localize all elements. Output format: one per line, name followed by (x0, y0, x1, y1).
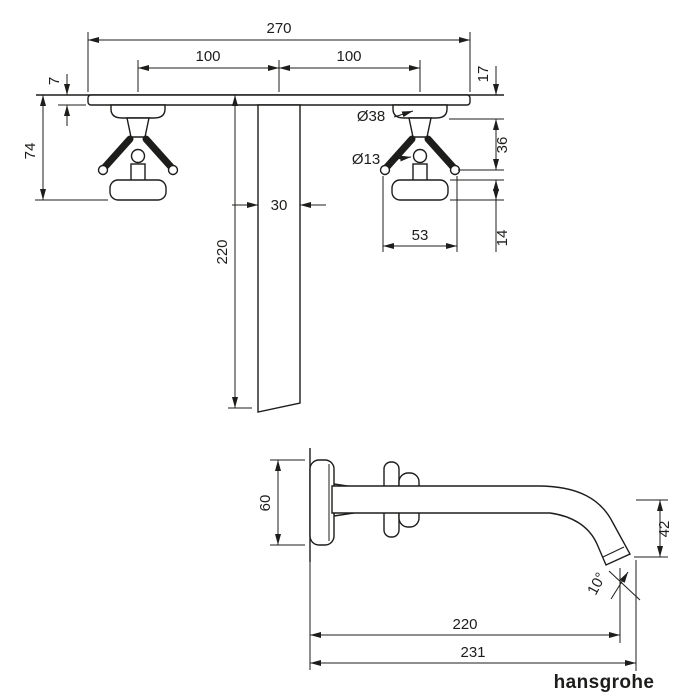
dim-projection-to-outlet: 220 (452, 616, 477, 633)
dim-outlet-drop: 42 (656, 521, 673, 538)
front-view: 270 100 100 7 74 17 36 (22, 20, 511, 413)
dim-pitch-right: 100 (336, 48, 361, 65)
dim-outlet-angle: 10° (584, 570, 610, 598)
spout-front (257, 104, 301, 413)
dim-overall-width: 270 (266, 20, 291, 37)
dim-spout-projection: 220 (214, 239, 231, 264)
dim-plate-thickness: 7 (46, 77, 63, 85)
dim-pitch-left: 100 (195, 48, 220, 65)
escutcheon-side (309, 459, 335, 546)
spout-side (331, 485, 631, 566)
dim-escutcheon-height: 60 (257, 495, 274, 512)
dim-escutcheon-diameter: Ø38 (357, 108, 385, 125)
aerator-line (602, 546, 625, 558)
mounting-plate (87, 94, 471, 106)
dim-spout-width: 30 (271, 197, 288, 214)
side-view: 60 42 10° 220 231 (257, 448, 673, 671)
hansgrohe-logo: hansgrohe (554, 672, 655, 693)
right-handle (379, 104, 461, 201)
dim-projection-overall: 231 (460, 644, 485, 661)
dim-handle-projection: 74 (22, 143, 39, 160)
dim-knob-depth: 14 (494, 230, 511, 247)
dim-escutcheon-projection: 17 (475, 66, 492, 83)
dim-grip-offset: 36 (494, 137, 511, 154)
dim-handle-width: 53 (412, 227, 429, 244)
front-dimensions: 270 100 100 7 74 17 36 (22, 20, 511, 409)
dim-stem-diameter: Ø13 (352, 151, 380, 168)
left-handle (97, 104, 179, 201)
